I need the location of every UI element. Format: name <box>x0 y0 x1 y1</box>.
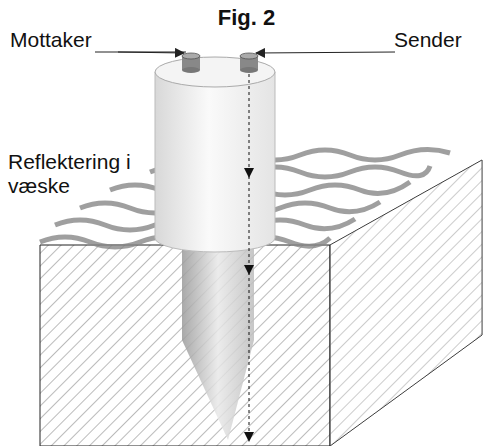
leader-arrow <box>118 52 184 53</box>
leader-arrow <box>256 52 395 53</box>
leader-line <box>95 52 186 53</box>
probe <box>182 245 254 440</box>
transmitter-sensor <box>240 53 258 73</box>
note-label: Reflektering i væske <box>8 150 158 198</box>
part-label: Sender <box>394 28 489 52</box>
part-label: Mottaker <box>10 28 150 52</box>
receiver-sensor <box>182 53 200 73</box>
figure-title: Fig. 2 <box>0 6 493 30</box>
sensor-housing <box>155 57 275 252</box>
signal-path <box>244 74 254 442</box>
